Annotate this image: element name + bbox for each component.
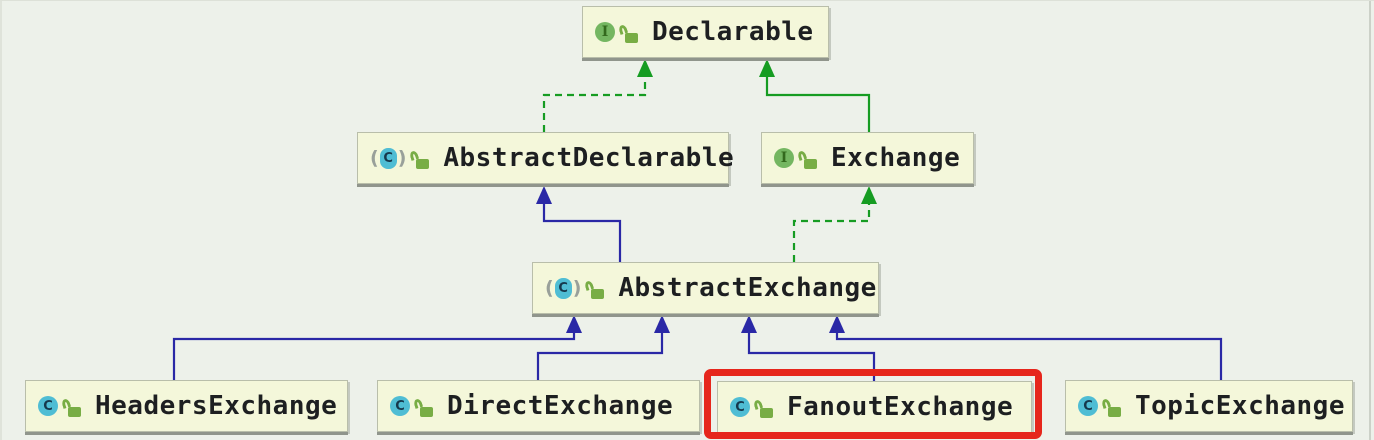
interface-icon: I — [774, 148, 794, 168]
class-node-topicexchange[interactable]: C TopicExchange — [1065, 380, 1353, 432]
class-node-exchange[interactable]: I Exchange — [761, 132, 974, 184]
edge-exchange-extends-declarable — [759, 59, 871, 132]
edge-directexchange-extends-abstractexchange — [536, 315, 670, 380]
edge-abstractexchange-implements-exchange — [792, 186, 877, 262]
highlight-frame-fanoutexchange — [704, 369, 1042, 439]
public-open-lock-icon — [752, 398, 773, 418]
class-node-headersexchange[interactable]: C HeadersExchange — [25, 380, 348, 432]
edge-abstractdeclarable-implements-declarable — [542, 59, 653, 132]
public-open-lock-icon — [584, 279, 605, 299]
class-icon: C — [730, 397, 750, 417]
class-icon: C — [1078, 396, 1098, 416]
class-node-declarable[interactable]: I Declarable — [582, 6, 829, 58]
public-open-lock-icon — [60, 397, 81, 417]
class-name: AbstractDeclarable — [443, 143, 735, 173]
class-name: Declarable — [652, 17, 814, 47]
class-name: AbstractExchange — [618, 273, 877, 303]
edge-headersexchange-extends-abstractexchange — [172, 315, 582, 380]
class-node-directexchange[interactable]: C DirectExchange — [377, 380, 700, 432]
public-open-lock-icon — [412, 397, 433, 417]
class-name: DirectExchange — [447, 391, 674, 421]
public-open-lock-icon — [409, 149, 430, 169]
class-name: TopicExchange — [1135, 391, 1345, 421]
abstract-class-icon: ( C ) — [370, 146, 407, 169]
abstract-class-icon: ( C ) — [545, 276, 582, 299]
class-node-abstractdeclarable[interactable]: ( C ) AbstractDeclarable — [357, 132, 734, 184]
edge-abstractexchange-extends-abstractdeclarable — [536, 186, 622, 262]
class-name: Exchange — [831, 143, 961, 173]
class-icon: C — [38, 396, 58, 416]
interface-icon: I — [595, 22, 615, 42]
screen-right-edge — [1369, 1, 1371, 440]
class-node-fanoutexchange[interactable]: C FanoutExchange — [717, 381, 1032, 433]
class-icon: C — [390, 396, 410, 416]
public-open-lock-icon — [1100, 397, 1121, 417]
class-name: HeadersExchange — [95, 391, 338, 421]
class-node-abstractexchange[interactable]: ( C ) AbstractExchange — [532, 262, 879, 314]
class-name: FanoutExchange — [787, 392, 1014, 422]
public-open-lock-icon — [617, 23, 638, 43]
public-open-lock-icon — [796, 149, 817, 169]
